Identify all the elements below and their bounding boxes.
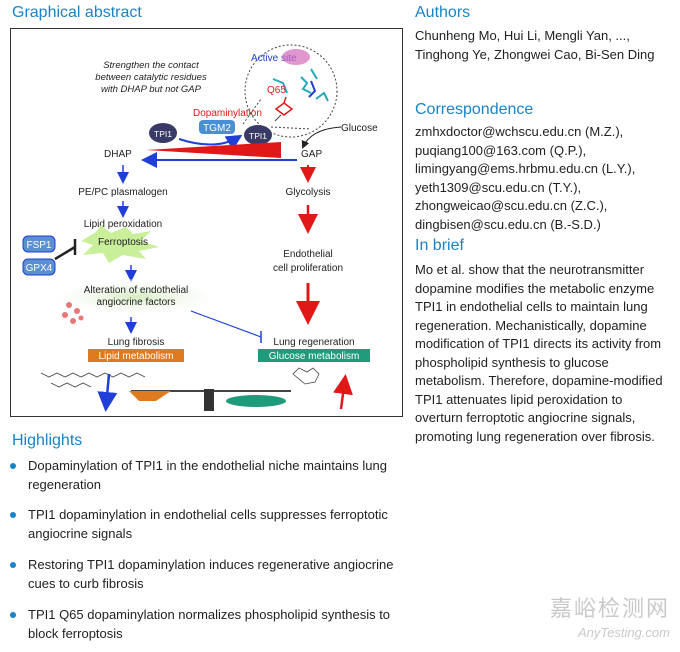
endothelial-line-2: cell proliferation xyxy=(273,263,343,274)
graphical-abstract-figure: Strengthen the contact between catalytic… xyxy=(10,28,403,417)
residue-sticks-blue-icon xyxy=(308,80,317,98)
tpi1-right-label: TPI1 xyxy=(249,131,267,141)
lipid-down-arrow xyxy=(97,373,118,412)
correspondence-email[interactable]: zhongweicao@scu.edu.cn (Z.C.), xyxy=(415,198,608,213)
bullet-icon xyxy=(10,562,16,568)
angiocrine-glow xyxy=(54,279,218,315)
gpx4-box xyxy=(22,258,56,276)
tgm2-reaction-arrow xyxy=(178,134,243,151)
gap-label: GAP xyxy=(301,149,322,160)
highlight-text: TPI1 Q65 dopaminylation normalizes phosp… xyxy=(28,607,391,641)
highlights-title: Highlights xyxy=(12,432,83,449)
highlight-text: TPI1 dopaminylation in endothelial cells… xyxy=(28,507,388,541)
correspondence-email[interactable]: limingyang@ems.hrbmu.edu.cn (L.Y.), xyxy=(415,161,636,176)
balance-post xyxy=(204,389,214,411)
in-brief-text: Mo et al. show that the neurotransmitter… xyxy=(415,262,663,444)
dhap-to-gap-arrow xyxy=(146,142,281,158)
correspondence-email[interactable]: zmhxdoctor@wchscu.edu.cn (M.Z.), xyxy=(415,124,624,139)
correspondence-email[interactable]: yeth1309@scu.edu.cn (T.Y.), xyxy=(415,179,582,195)
glucose-molecule-icon xyxy=(292,367,320,385)
glucose-metabolism-label: Glucose metabolism xyxy=(269,351,360,362)
q65-label: Q65 xyxy=(267,85,286,96)
glucose-label: Glucose xyxy=(341,123,378,134)
authors-title: Authors xyxy=(415,4,471,21)
lung-fibrosis-label: Lung fibrosis xyxy=(108,337,165,348)
strengthen-line-2: between catalytic residues xyxy=(95,72,207,83)
fsp1-box xyxy=(22,235,56,253)
watermark-en: AnyTesting.com xyxy=(577,625,670,640)
active-site-circle xyxy=(244,44,338,138)
tpi1-left-label: TPI1 xyxy=(154,129,172,139)
glucose-arrow xyxy=(301,126,342,149)
highlight-text: Dopaminylation of TPI1 in the endothelia… xyxy=(28,458,387,492)
glycolysis-label: Glycolysis xyxy=(285,187,330,198)
dopamine-ring-icon xyxy=(274,96,294,116)
correspondence-list: zmhxdoctor@wchscu.edu.cn (M.Z.), puqiang… xyxy=(415,123,675,234)
authors-text: Chunheng Mo, Hui Li, Mengli Yan, ..., Ti… xyxy=(415,28,655,62)
watermark: 嘉峪检测网 AnyTesting.com xyxy=(550,591,670,640)
watermark-cn: 嘉峪检测网 xyxy=(549,596,670,621)
highlight-item: TPI1 dopaminylation in endothelial cells… xyxy=(10,506,400,544)
connector-line xyxy=(274,114,282,122)
in-brief-title: In brief xyxy=(415,237,464,254)
gpx4-label: GPX4 xyxy=(26,263,53,274)
dhap-label: DHAP xyxy=(104,149,132,160)
bullet-icon xyxy=(10,612,16,618)
dopaminylation-label: Dopaminylation xyxy=(193,108,262,119)
highlight-item: Dopaminylation of TPI1 in the endothelia… xyxy=(10,457,400,495)
highlight-item: TPI1 Q65 dopaminylation normalizes phosp… xyxy=(10,606,400,644)
tgm2-box xyxy=(199,120,235,134)
balance-pan-right xyxy=(226,395,286,407)
highlight-item: Restoring TPI1 dopaminylation induces re… xyxy=(10,556,400,594)
balance-pan-left xyxy=(129,391,171,401)
lipid-metabolism-box xyxy=(88,349,184,362)
tpi1-right-protein-icon xyxy=(244,125,272,145)
alteration-line-1: Alteration of endothelial xyxy=(84,285,189,296)
correspondence-email[interactable]: dingbisen@scu.edu.cn (B.-S.D.) xyxy=(415,216,601,232)
tpi1-left-protein-icon xyxy=(149,123,177,143)
highlight-text: Restoring TPI1 dopaminylation induces re… xyxy=(28,557,394,591)
lipid-perox-label: Lipid peroxidation xyxy=(84,219,162,230)
lipid-metabolism-label: Lipid metabolism xyxy=(98,351,173,362)
correspondence-email[interactable]: puqiang100@163.com (Q.P.), xyxy=(415,142,587,158)
endothelial-line-1: Endothelial xyxy=(283,249,332,260)
glucose-metabolism-box xyxy=(258,349,370,362)
active-site-label: Active site xyxy=(251,53,297,64)
ferroptosis-label: Ferroptosis xyxy=(98,237,148,248)
fsp1-label: FSP1 xyxy=(26,240,51,251)
glucose-up-arrow xyxy=(333,374,353,410)
lung-regeneration-label: Lung regeneration xyxy=(273,337,354,348)
residue-sticks-icon xyxy=(272,68,329,102)
zoom-lines xyxy=(242,98,312,130)
correspondence-title: Correspondence xyxy=(415,101,534,118)
ferroptosis-burst xyxy=(81,225,159,263)
lipid-chain-icon xyxy=(40,372,146,388)
graphical-abstract-diagram: Strengthen the contact between catalytic… xyxy=(22,44,378,412)
angiocrine-dots-icon xyxy=(62,302,84,324)
tgm2-label: TGM2 xyxy=(203,123,231,134)
bullet-icon xyxy=(10,463,16,469)
inhibition-bar xyxy=(54,239,77,261)
pe-pc-label: PE/PC plasmalogen xyxy=(78,187,168,198)
angiocrine-inhibit-line xyxy=(190,310,262,338)
molecule-blob-icon xyxy=(282,49,310,65)
alteration-line-2: angiocrine factors xyxy=(97,297,176,308)
strengthen-line-1: Strengthen the contact xyxy=(103,60,199,71)
graphical-abstract-title: Graphical abstract xyxy=(12,4,142,21)
strengthen-line-3: with DHAP but not GAP xyxy=(101,84,202,95)
bullet-icon xyxy=(10,512,16,518)
